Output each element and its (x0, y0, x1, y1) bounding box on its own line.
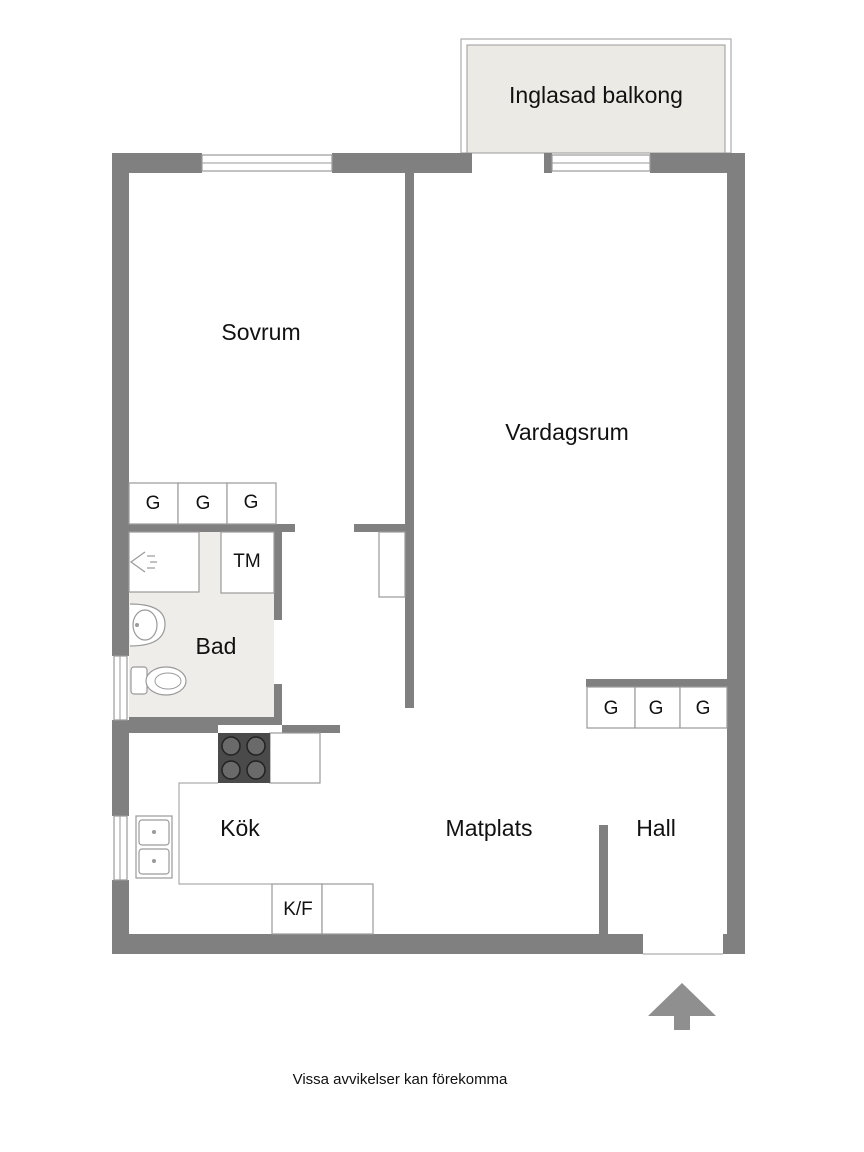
kitchen-fixtures: K/F (135, 732, 374, 935)
shower-icon (129, 551, 157, 573)
living-room-label: Vardagsrum (505, 419, 629, 445)
hall-wardrobes: G G G (586, 686, 728, 729)
sink-icon (129, 603, 166, 647)
disclaimer-note: Vissa avvikelser kan förekomma (293, 1071, 508, 1088)
outer-walls (112, 153, 745, 954)
bathroom-label: Bad (196, 633, 237, 659)
balcony (460, 38, 732, 154)
laundry-label: TM (233, 551, 260, 572)
hall-label: Hall (636, 815, 676, 841)
fridge-freezer-label: K/F (283, 899, 313, 920)
wardrobe-label: G (146, 493, 161, 514)
windows (113, 154, 723, 955)
stove-icon (218, 733, 270, 783)
wardrobe-label: G (696, 698, 711, 719)
dining-label: Matplats (446, 815, 533, 841)
interior-walls (129, 173, 727, 934)
kitchen-sink-icon (135, 815, 173, 879)
wardrobe-label: G (649, 698, 664, 719)
living-room-closet (378, 531, 406, 598)
balcony-label: Inglasad balkong (509, 82, 683, 108)
bedroom-label: Sovrum (221, 319, 300, 345)
kitchen-label: Kök (220, 815, 260, 841)
toilet-icon (130, 666, 187, 696)
wardrobe-label: G (196, 493, 211, 514)
wardrobe-label: G (244, 492, 259, 513)
entrance-arrow-icon (648, 983, 716, 1030)
wardrobe-label: G (604, 698, 619, 719)
bedroom-wardrobes: G G G (128, 482, 277, 525)
bathroom-fixtures: TM (128, 531, 275, 696)
